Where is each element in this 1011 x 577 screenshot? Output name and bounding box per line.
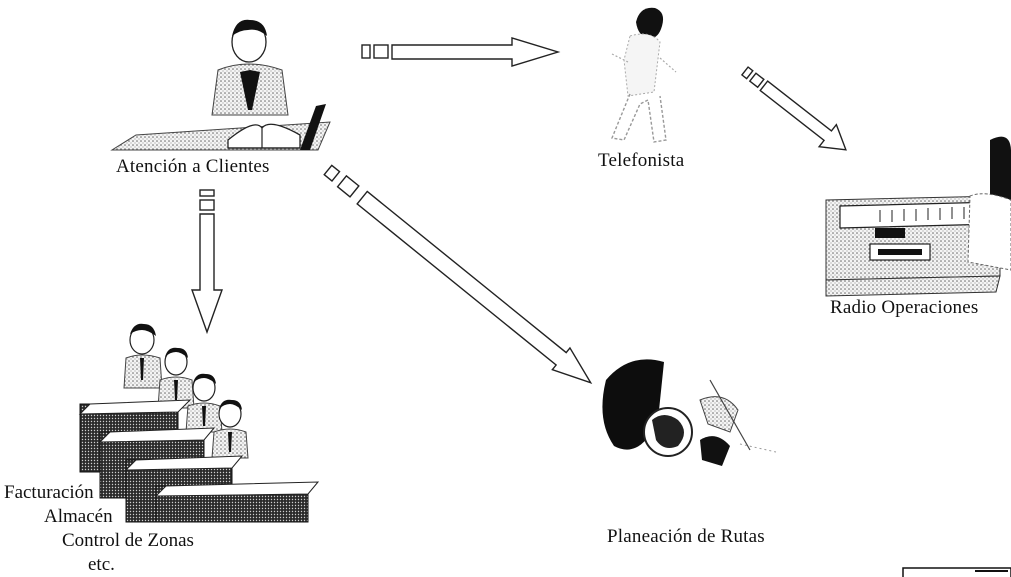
node-label-departments: Facturación Almacén Control de Zonas etc… xyxy=(4,481,194,577)
node-label-planeacion: Planeación de Rutas xyxy=(607,526,765,548)
node-label-telefonista: Telefonista xyxy=(598,150,684,172)
edge-atencion-departments xyxy=(192,190,222,332)
node-label-radio: Radio Operaciones xyxy=(830,297,979,319)
department-label: etc. xyxy=(4,553,194,577)
telephonist-clipart xyxy=(612,8,676,142)
customer-service-clipart xyxy=(112,20,330,150)
corner-stamp xyxy=(903,568,1011,577)
edge-atencion-telefonista xyxy=(362,38,558,66)
staff-person xyxy=(158,348,194,408)
radio-operator-clipart xyxy=(826,137,1011,296)
route-planning-clipart xyxy=(602,359,776,466)
staff-person xyxy=(124,324,162,388)
department-label: Control de Zonas xyxy=(4,529,194,553)
department-label: Facturación xyxy=(4,481,194,505)
edge-atencion-planeacion xyxy=(319,159,599,393)
department-label: Almacén xyxy=(4,505,194,529)
node-label-atencion: Atención a Clientes xyxy=(116,156,270,178)
edge-telefonista-radio xyxy=(736,60,854,161)
